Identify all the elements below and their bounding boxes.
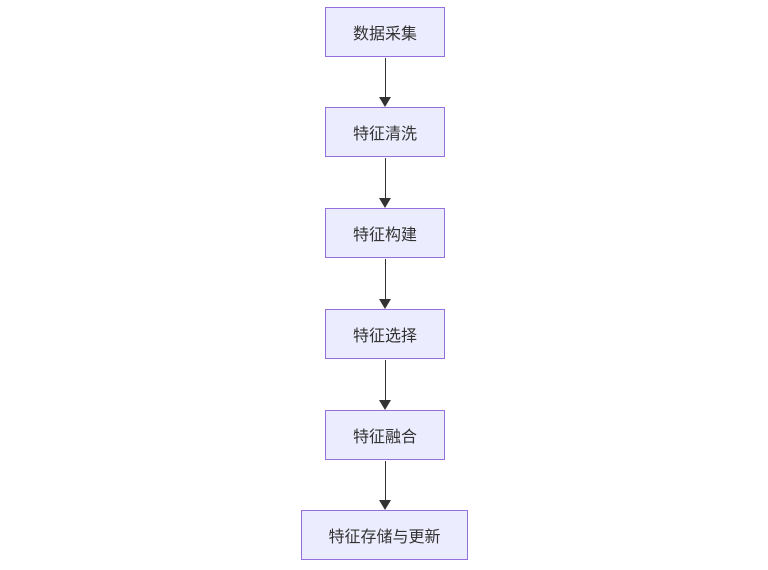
flow-node-label: 特征清洗 bbox=[352, 126, 417, 143]
edge-line bbox=[384, 360, 386, 400]
flow-edge-3 bbox=[379, 259, 391, 309]
edge-line bbox=[384, 461, 386, 500]
edge-line bbox=[384, 259, 386, 299]
flow-edge-2 bbox=[379, 158, 391, 208]
flow-node-feature-storage-update: 特征存储与更新 bbox=[301, 510, 468, 560]
arrowhead-icon bbox=[379, 97, 391, 107]
flow-node-label: 特征构建 bbox=[352, 227, 417, 244]
flow-node-label: 特征存储与更新 bbox=[328, 529, 441, 546]
flow-node-label: 特征选择 bbox=[352, 328, 417, 345]
flow-node-feature-fusion: 特征融合 bbox=[325, 410, 445, 460]
flow-node-data-collection: 数据采集 bbox=[325, 7, 445, 57]
flow-node-label: 特征融合 bbox=[352, 429, 417, 446]
flow-node-feature-construction: 特征构建 bbox=[325, 208, 445, 258]
flow-edge-4 bbox=[379, 360, 391, 410]
flow-edge-5 bbox=[379, 461, 391, 510]
flow-edge-1 bbox=[379, 58, 391, 107]
flow-node-feature-selection: 特征选择 bbox=[325, 309, 445, 359]
flow-node-label: 数据采集 bbox=[352, 26, 417, 43]
flow-node-feature-cleaning: 特征清洗 bbox=[325, 107, 445, 157]
arrowhead-icon bbox=[379, 500, 391, 510]
arrowhead-icon bbox=[379, 198, 391, 208]
edge-line bbox=[384, 158, 386, 198]
edge-line bbox=[384, 58, 386, 97]
arrowhead-icon bbox=[379, 400, 391, 410]
arrowhead-icon bbox=[379, 299, 391, 309]
